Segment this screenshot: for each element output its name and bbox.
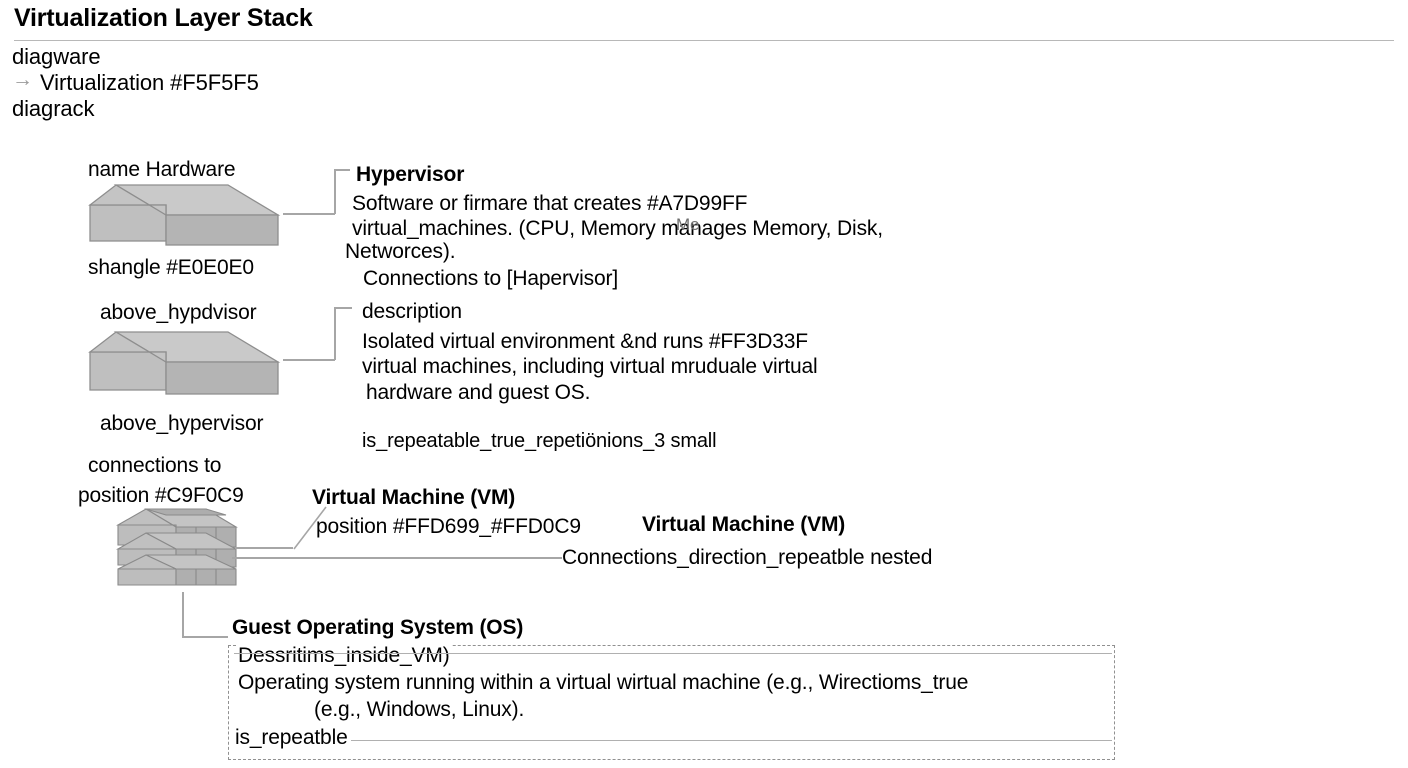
title-divider: [14, 40, 1394, 41]
hardware-slab-shape: [78, 183, 288, 261]
vm-rack-label-line2: position #C9F0C9: [78, 484, 244, 507]
guest-os-container: [228, 645, 1115, 760]
arrow-right-icon: →: [12, 68, 33, 91]
vm-rack-label-line1: connections to: [88, 454, 222, 477]
meta-diagware: diagware: [12, 44, 101, 69]
callout-description-line2: virtual machines, including virtual mrud…: [362, 355, 818, 378]
connector-hypervisor-h2: [334, 307, 352, 309]
callout-hypervisor-line1: Software or firmare that creates #A7D99F…: [352, 192, 748, 215]
callout-hypervisor-line3: Networces).: [345, 240, 456, 263]
callout-vm-connections: Connections_direction_repeatble nested: [562, 546, 933, 569]
callout-hypervisor-title: Hypervisor: [356, 163, 465, 186]
connector-hardware-h1: [283, 213, 335, 215]
callout-description-note: is_repeatable_true_repetiönions_3 small: [362, 430, 717, 452]
meta-virtualization: Virtualization #F5F5F5: [40, 70, 259, 95]
connector-hardware-h2: [334, 169, 350, 171]
vm-rack-shape: [108, 505, 258, 600]
connector-guestos-h: [182, 636, 228, 638]
connector-guestos-v: [182, 592, 184, 637]
hardware-label-bottom: shangle #E0E0E0: [88, 256, 254, 279]
guest-os-inner-rule-bottom: [234, 740, 1112, 742]
callout-guestos-line2: Operating system running within a virtua…: [236, 671, 971, 695]
callout-vm-title: Virtual Machine (VM): [312, 486, 516, 509]
page-title: Virtualization Layer Stack: [14, 4, 313, 32]
callout-description-title: description: [362, 300, 462, 323]
callout-vm-title-duplicate: Virtual Machine (VM): [642, 513, 846, 536]
connector-vm-nested: [232, 557, 562, 559]
callout-hypervisor-overlap-text: Me: [676, 215, 700, 234]
connector-hardware-v: [334, 170, 336, 214]
callout-description-line3: hardware and guest OS.: [366, 381, 591, 404]
callout-guestos-title: Guest Operating System (OS): [232, 616, 524, 639]
callout-vm-position: position #FFD699_#FFD0C9: [316, 515, 581, 538]
guest-os-inner-rule-top: [234, 653, 1112, 655]
connector-hypervisor-h1: [283, 359, 335, 361]
hypervisor-label-top: above_hypdvisor: [100, 301, 257, 324]
callout-hypervisor-line2: virtual_machines. (CPU, Memory manages M…: [352, 217, 883, 240]
callout-hypervisor-line4: Connections to [Hapervisor]: [363, 267, 619, 290]
callout-guestos-line3: (e.g., Windows, Linux).: [312, 698, 527, 722]
connector-vm-h1: [235, 547, 293, 549]
callout-description-line1: Isolated virtual environment &nd runs #F…: [362, 330, 808, 353]
callout-guestos-line1: Dessritims_inside_VM): [236, 644, 452, 668]
hypervisor-label-bottom: above_hypervisor: [100, 412, 264, 435]
connector-vm-diagonal: [290, 505, 330, 551]
connector-hypervisor-v: [334, 308, 336, 360]
meta-diagrack: diagrack: [12, 96, 95, 121]
hypervisor-slab-shape: [78, 330, 288, 410]
callout-guestos-line4: is_repeatble: [232, 726, 351, 750]
hardware-label-top: name Hardware: [88, 158, 236, 181]
